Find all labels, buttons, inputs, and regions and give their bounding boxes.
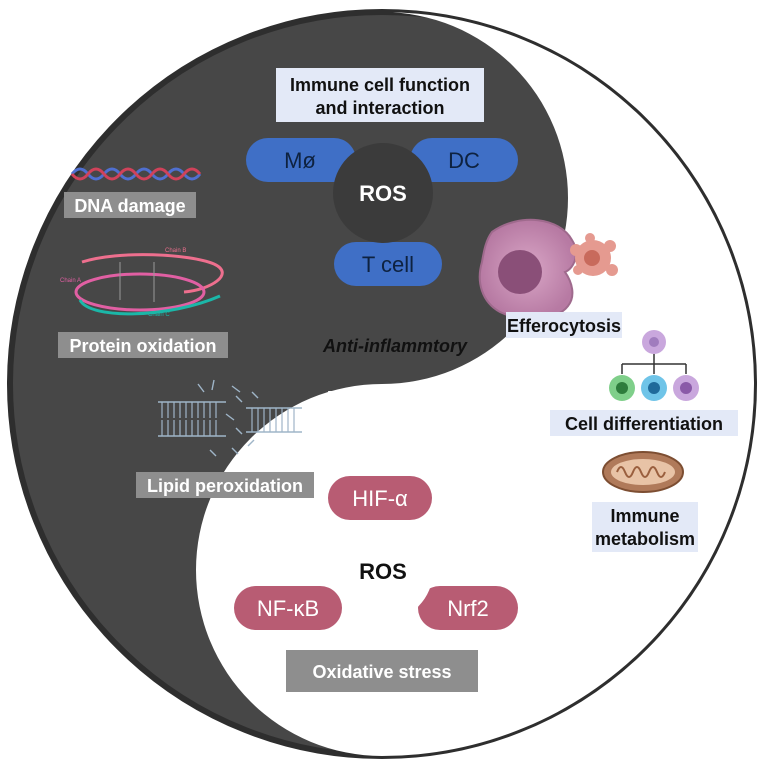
svg-text:NF-κB: NF-κB [257, 596, 319, 621]
chain-b-label: Chain B [165, 248, 186, 254]
svg-text:Nrf2: Nrf2 [447, 596, 489, 621]
immune-title-line-2: and interaction [315, 98, 444, 118]
protein-chains-illustration: Chain B Chain A Chain C [60, 248, 224, 318]
ros-light-circle: ROS [333, 521, 433, 621]
cell-differentiation-illustration [609, 330, 699, 401]
anti-inflammatory-label: Anti-inflammtory [322, 336, 468, 356]
immune-title-line-1: Immune cell function [290, 75, 470, 95]
oxidative-stress-label-box: Oxidative stress [286, 650, 478, 692]
svg-text:Mø: Mø [284, 148, 316, 173]
svg-text:T cell: T cell [362, 252, 414, 277]
chain-a-label: Chain A [60, 278, 81, 284]
immune-function-title-box: Immune cell function and interaction [276, 68, 484, 122]
immune-metabolism-line-2: metabolism [595, 529, 695, 549]
protein-oxidation-label: Protein oxidation [69, 336, 216, 356]
svg-text:ROS: ROS [359, 559, 407, 584]
svg-text:ROS: ROS [359, 181, 407, 206]
pro-inflammatory-label: Pro-inflammtory [325, 388, 465, 408]
cell-differentiation-label: Cell differentiation [565, 414, 723, 434]
lipid-peroxidation-label-box: Lipid peroxidation [136, 472, 314, 498]
dna-illustration [70, 167, 202, 181]
dna-damage-label-box: DNA damage [64, 192, 196, 218]
t-cell-pill: T cell [334, 242, 442, 286]
hif-pill: HIF-α [328, 476, 432, 520]
nfkb-pill: NF-κB [234, 586, 342, 630]
efferocytosis-label: Efferocytosis [507, 316, 621, 336]
efferocytosis-label-box: Efferocytosis [506, 312, 622, 338]
mitochondrion-illustration [602, 451, 684, 493]
efferocytosis-illustration [478, 218, 618, 320]
ros-dark-circle: ROS [333, 143, 433, 243]
immune-metabolism-line-1: Immune [610, 506, 679, 526]
oxidative-stress-label: Oxidative stress [312, 662, 451, 682]
macrophage-pill: Mø [246, 138, 356, 182]
dc-pill: DC [410, 138, 518, 182]
svg-text:DC: DC [448, 148, 480, 173]
chain-c-label: Chain C [148, 312, 170, 318]
nrf2-pill: Nrf2 [418, 586, 518, 630]
cell-differentiation-label-box: Cell differentiation [550, 410, 738, 436]
dna-damage-label: DNA damage [74, 196, 185, 216]
immune-metabolism-label-box: Immune metabolism [592, 502, 698, 552]
protein-oxidation-label-box: Protein oxidation [58, 332, 228, 358]
lipid-peroxidation-label: Lipid peroxidation [147, 476, 303, 496]
svg-text:HIF-α: HIF-α [352, 486, 408, 511]
lipid-bilayer-illustration [158, 379, 302, 457]
